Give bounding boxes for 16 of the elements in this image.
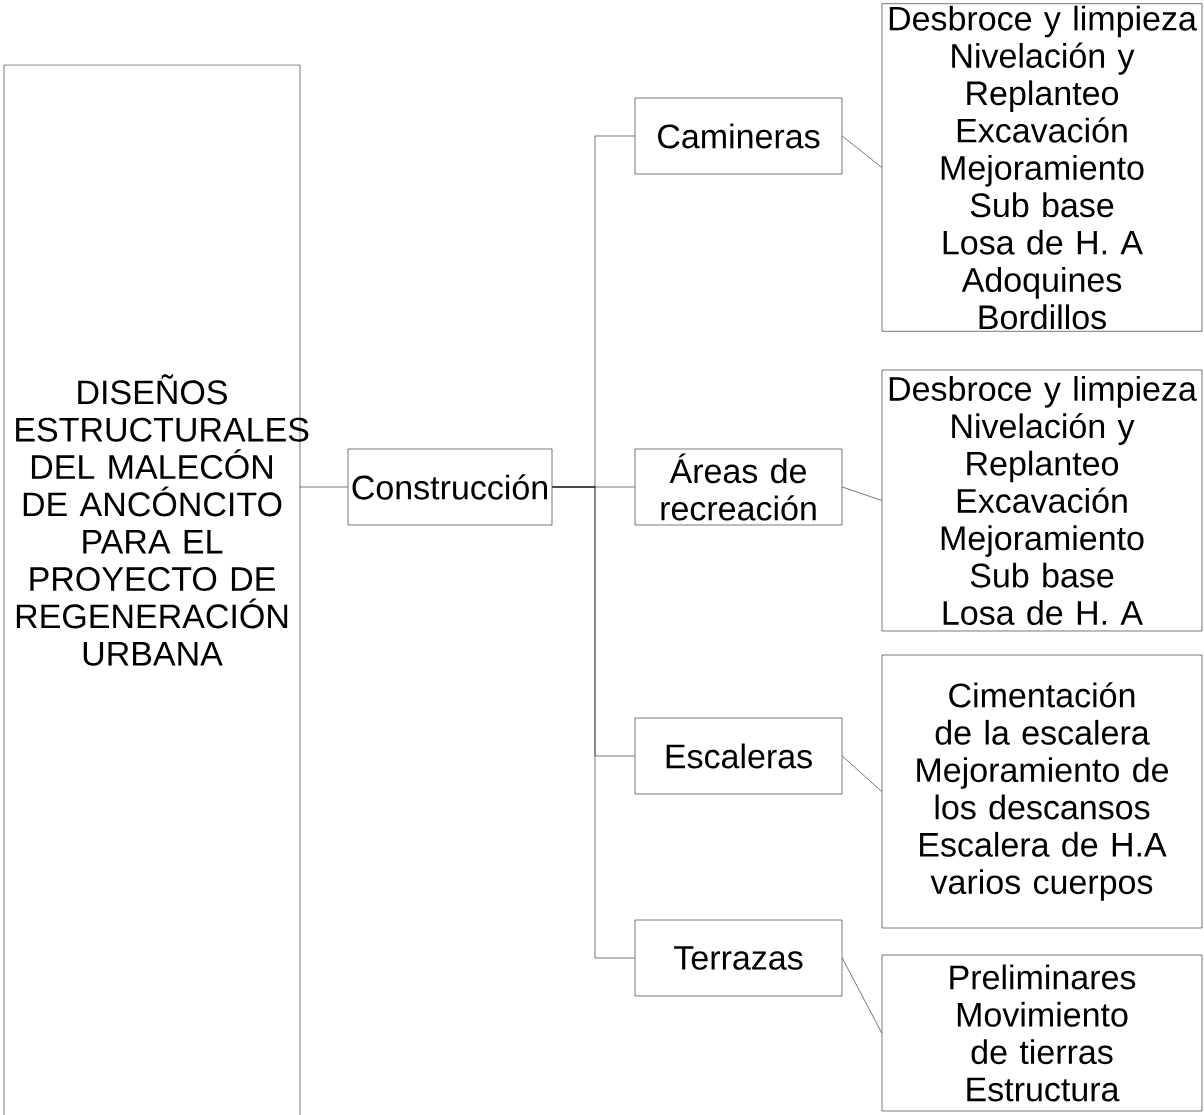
category-box: Escaleras [634,717,843,795]
category-box: Terrazas [634,919,843,997]
title-box: DISEÑOS ESTRUCTURALES DEL MALECÓN DE ANCÓNCITO PARA EL PROYECTO DE REGENERACIÓN URBANA [3,64,309,1115]
task-list-box: Desbroce y limpieza Nivelación y Replanteo Excavación Mejoramiento Sub base Losa de H. A Adoquines Bordillos [881,3,1203,332]
connector-line [299,486,348,488]
connector-line [552,486,635,959]
connector-line [842,486,882,501]
task-list-box: Preliminares Movimiento de tierras Estructura [881,954,1203,1112]
connector-line [842,135,882,168]
category-box: Camineras [634,97,843,175]
category-box: Áreas de recreación [634,448,843,526]
task-list-box: Cimentación de la escalera Mejoramiento de los descansos Escalera de H.A varios cuerpos [881,654,1203,929]
connector-line [842,755,882,792]
connector-line [842,957,882,1034]
task-list-box: Desbroce y limpieza Nivelación y Replanteo Excavación Mejoramiento Sub base Losa de H. A [881,369,1203,632]
process-box: Construcción [347,448,553,526]
